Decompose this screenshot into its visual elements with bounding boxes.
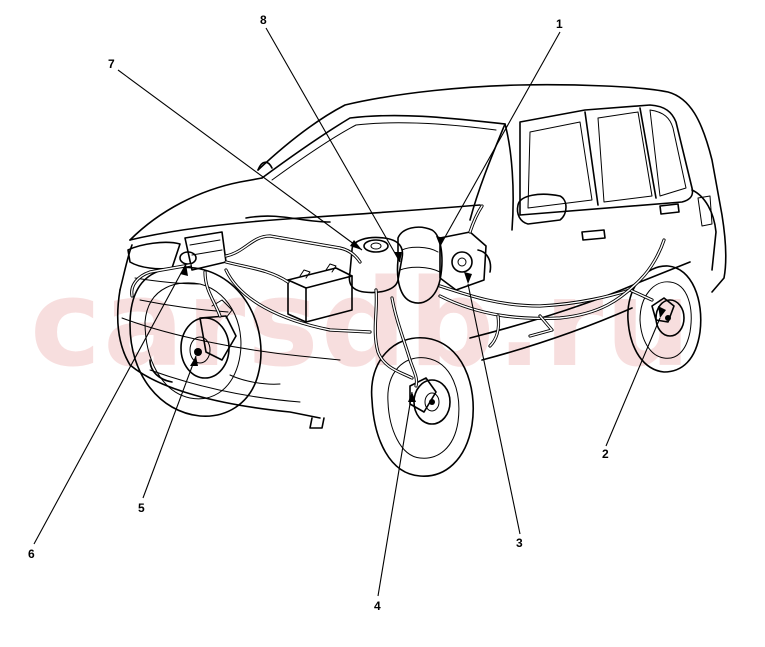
leader-2 [605, 317, 661, 447]
callout-1: 1 [556, 17, 563, 31]
callout-7: 7 [108, 57, 115, 71]
engine-bay-components [179, 215, 492, 323]
leader-6 [33, 263, 187, 545]
vehicle-body [116, 83, 727, 429]
leader-8 [265, 27, 401, 263]
leader-5 [142, 355, 197, 499]
callout-8: 8 [260, 13, 267, 27]
callout-2: 2 [602, 447, 609, 461]
front-right-wheel [370, 337, 474, 477]
callout-leaders [33, 27, 666, 597]
leader-7 [117, 69, 363, 251]
callout-3: 3 [516, 536, 523, 550]
leader-1 [439, 31, 561, 247]
brake-lines [130, 204, 666, 388]
callout-4: 4 [374, 599, 381, 613]
leader-4 [377, 391, 413, 597]
callout-labels: 1 2 3 4 5 6 7 8 [28, 13, 609, 613]
leader-3 [467, 283, 521, 535]
callout-6: 6 [28, 547, 35, 561]
callout-5: 5 [138, 501, 145, 515]
